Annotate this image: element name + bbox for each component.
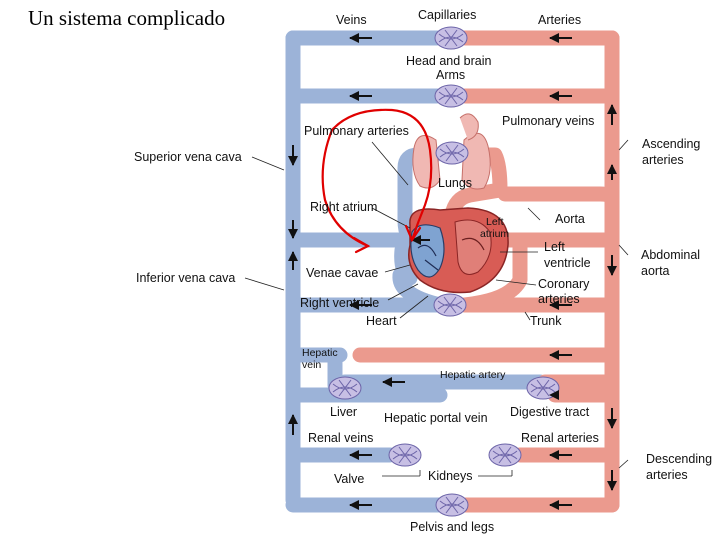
label-left-ventricle-1: Left (544, 240, 565, 254)
label-renal-arteries: Renal arteries (521, 431, 599, 445)
arteries (352, 30, 620, 513)
label-descending-arteries-1: Descending (646, 452, 713, 466)
label-left-ventricle-2: ventricle (544, 256, 591, 270)
label-capillaries: Capillaries (418, 8, 477, 22)
label-left-atrium-2: atrium (480, 228, 510, 240)
label-inferior-vena-cava: Inferior vena cava (136, 271, 236, 285)
label-lungs: Lungs (438, 176, 473, 190)
flow-arrows (288, 33, 617, 510)
capillary-liver (328, 376, 362, 400)
capillary-kidney-right (488, 443, 522, 467)
label-heart: Heart (366, 314, 397, 328)
label-arteries: Arteries (538, 13, 582, 27)
label-hepatic-artery: Hepatic artery (440, 369, 506, 381)
label-right-ventricle: Right ventricle (300, 296, 380, 310)
label-renal-veins: Renal veins (308, 431, 374, 445)
label-venae-cavae: Venae cavae (306, 266, 379, 280)
capillary-trunk (433, 293, 467, 317)
label-right-atrium: Right atrium (310, 200, 378, 214)
label-pulmonary-arteries: Pulmonary arteries (304, 124, 409, 138)
label-superior-vena-cava: Superior vena cava (134, 150, 242, 164)
label-abdominal-aorta-1: Abdominal (641, 248, 701, 262)
label-kidneys: Kidneys (428, 469, 473, 483)
label-liver: Liver (330, 405, 358, 419)
label-hepatic-vein-1: Hepatic (302, 347, 338, 359)
label-arms: Arms (436, 68, 466, 82)
capillary-arms (434, 84, 468, 108)
label-digestive-tract: Digestive tract (510, 405, 590, 419)
label-aorta: Aorta (555, 212, 585, 226)
label-coronary-arteries-2: arteries (538, 292, 580, 306)
label-valve: Valve (334, 472, 365, 486)
label-pulmonary-veins: Pulmonary veins (502, 114, 595, 128)
leader-lines (244, 139, 629, 477)
slide-title: Un sistema complicado (28, 6, 226, 30)
capillary-kidney-left (388, 443, 422, 467)
red-annotation-strokes (321, 108, 433, 254)
capillary-lungs (435, 141, 469, 165)
label-head-and-brain: Head and brain (406, 54, 492, 68)
capillary-beds (328, 26, 560, 517)
label-descending-arteries-2: arteries (646, 468, 688, 482)
capillary-pelvis (435, 493, 469, 517)
label-coronary-arteries-1: Coronary (538, 277, 590, 291)
label-pelvis-and-legs: Pelvis and legs (410, 520, 495, 534)
label-left-atrium-1: Left (486, 216, 504, 228)
label-abdominal-aorta-2: aorta (641, 264, 670, 278)
label-ascending-arteries-2: arteries (642, 153, 684, 167)
label-veins: Veins (336, 13, 367, 27)
label-ascending-arteries-1: Ascending (642, 137, 701, 151)
label-hepatic-portal-vein: Hepatic portal vein (384, 411, 488, 425)
capillary-head (434, 26, 468, 50)
capillary-digestive (526, 376, 560, 400)
lungs-illustration (412, 113, 491, 190)
label-hepatic-vein-2: vein (302, 359, 322, 371)
label-trunk: Trunk (530, 314, 562, 328)
